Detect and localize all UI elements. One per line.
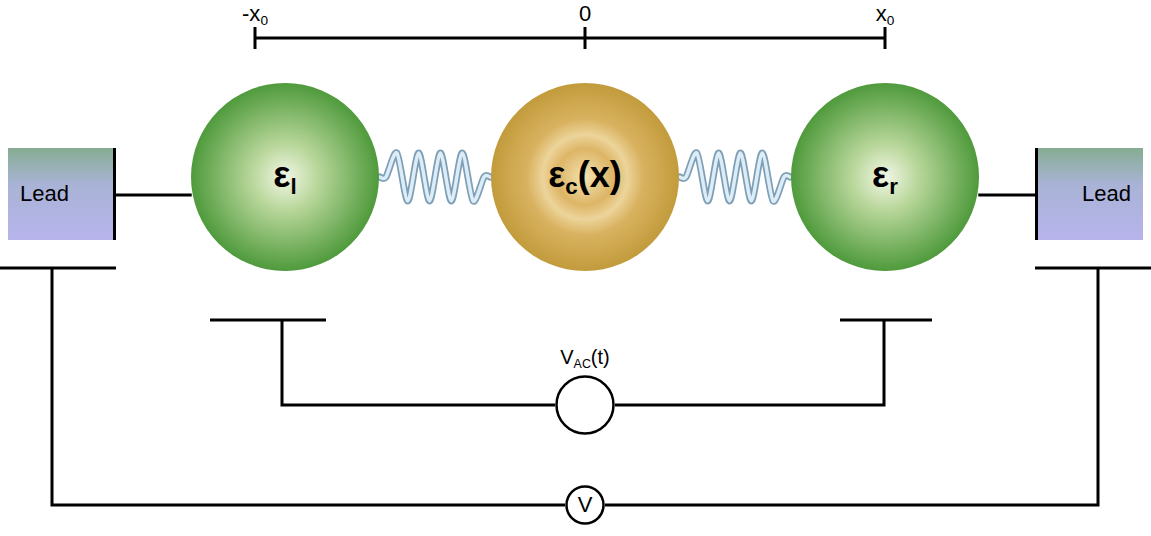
lead-box: Lead [1035,148,1143,240]
dot-circle: εr [790,82,980,272]
source-label: VAC(t) [560,346,609,371]
bias-wires [0,268,1151,505]
position-label: -x0 [242,2,268,28]
lead-wire [978,195,1035,196]
node-label: Lead [20,182,69,206]
scale-bar [255,27,885,49]
spring [380,153,490,202]
position-label: x0 [876,2,895,28]
lead-wire [116,195,192,196]
node-label: V [578,493,593,517]
dot-circle: εl [190,82,380,272]
node-label: εl [273,155,296,199]
node-label: εc(x) [548,155,622,199]
spring [680,153,790,202]
shuttle-circle: εc(x) [490,82,680,272]
node-label: εr [872,155,898,199]
voltage-source: V [565,485,605,525]
lead-box: Lead [8,148,116,240]
ac-source-outline [555,375,615,435]
ac-source: VAC(t) [555,375,615,435]
position-label: 0 [579,2,591,26]
node-label: Lead [1082,182,1131,206]
